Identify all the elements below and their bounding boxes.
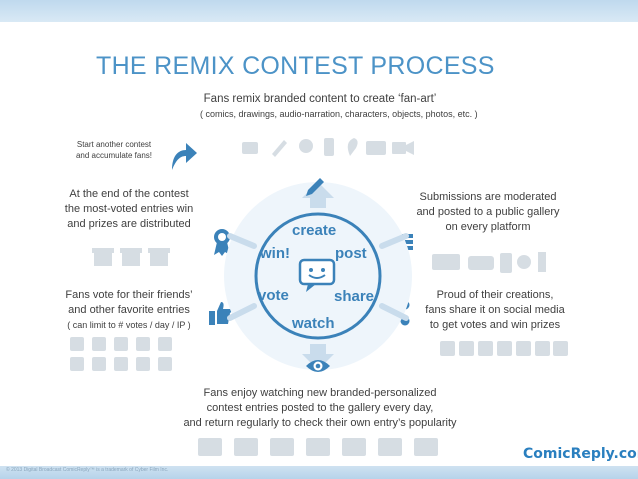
top-banner [0,0,638,22]
prize-gift-icons [92,244,172,273]
watch-note: Fans enjoy watching new branded-personal… [150,386,490,431]
remix-line-1: Fans remix branded content to create ‘fa… [203,93,437,105]
content-type-icons [240,132,420,160]
content-type-icons-svg [242,138,414,157]
submissions-note: Submissions are moderated and posted to … [408,190,568,235]
end-line-2: the most-voted entries win [64,203,194,215]
remix-description: Fans remix branded content to create ‘fa… [200,92,478,122]
submissions-line-3: on every platform [445,221,531,233]
restart-arrow-icon [168,140,198,177]
pencil-icon [304,176,326,203]
end-line-3: and prizes are distributed [67,218,191,230]
faded-gallery-images [198,436,438,463]
cycle-label-watch: watch [292,315,335,332]
watch-line-1: Fans enjoy watching new branded-personal… [203,387,437,399]
cycle-label-vote: vote [258,287,289,304]
footer-bar: © 2013 Digital Broadcast ComicReply™ is … [0,466,638,479]
cycle-label-win: win! [260,245,290,262]
vote-note: Fans vote for their friends’ and other f… [54,288,204,333]
share-line-3: to get votes and win prizes [429,319,561,331]
watch-line-2: contest entries posted to the gallery ev… [206,402,434,414]
faded-thumbs-grid [70,335,180,380]
share-line-2: fans share it on social media [425,304,565,316]
platform-device-icons [432,250,552,279]
restart-line-1: Start another contest [76,140,152,149]
vote-line-3: ( can limit to # votes / day / IP ) [67,320,191,330]
vote-line-2: and other favorite entries [68,304,190,316]
slide-title: THE REMIX CONTEST PROCESS [96,52,495,80]
restart-note: Start another contest and accumulate fan… [64,139,164,161]
eye-icon [305,357,331,380]
brand-logo-text: ComicReply.com [523,446,638,462]
end-contest-note: At the end of the contest the most-voted… [54,187,204,232]
share-note: Proud of their creations, fans share it … [410,288,580,333]
cycle-label-post: post [335,245,367,262]
footer-copyright: © 2013 Digital Broadcast ComicReply™ is … [6,467,169,473]
cycle-label-share: share [334,288,375,305]
share-line-1: Proud of their creations, [436,289,554,301]
restart-line-2: and accumulate fans! [75,151,153,160]
vote-line-1: Fans vote for their friends’ [65,289,193,301]
process-cycle-diagram [210,178,430,383]
social-media-icons [440,340,568,363]
end-line-1: At the end of the contest [69,188,189,200]
cycle-label-create: create [292,222,337,239]
watch-line-3: and return regularly to check their own … [183,417,457,429]
submissions-line-1: Submissions are moderated [419,191,557,203]
remix-line-2: ( comics, drawings, audio-narration, cha… [200,109,478,119]
submissions-line-2: and posted to a public gallery [416,206,560,218]
